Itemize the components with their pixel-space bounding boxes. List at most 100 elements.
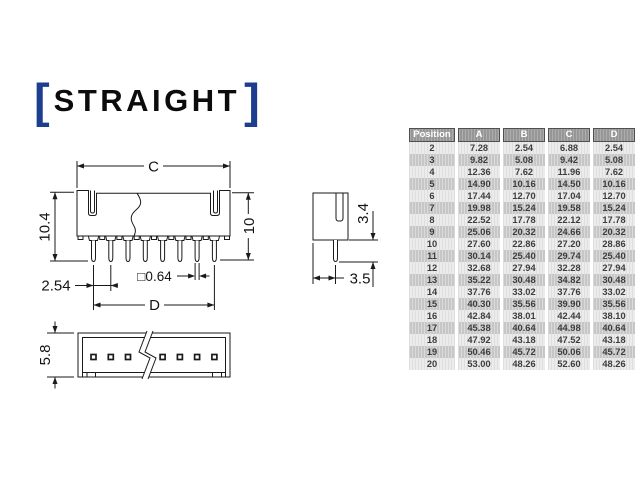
- front-view: C 10.4 10: [37, 158, 258, 314]
- cell-c: 42.44: [548, 310, 590, 322]
- dim-height-right-label: 10: [241, 218, 258, 235]
- cell-a: 35.22: [458, 274, 500, 286]
- cell-d: 20.32: [593, 226, 635, 238]
- cell-position: 13: [409, 274, 455, 286]
- cell-a: 25.06: [458, 226, 500, 238]
- cell-b: 7.62: [503, 166, 545, 178]
- dimensions-table: Position A B C D 2 7.28 2.54 6.88 2.54 3…: [406, 128, 638, 370]
- bottom-view: 5.8: [37, 321, 231, 389]
- cell-position: 4: [409, 166, 455, 178]
- cell-d: 40.64: [593, 322, 635, 334]
- cell-a: 17.44: [458, 190, 500, 202]
- table-row: 9 25.06 20.32 24.66 20.32: [409, 226, 635, 238]
- cell-b: 20.32: [503, 226, 545, 238]
- cell-position: 18: [409, 334, 455, 346]
- title-bracket-open: [: [34, 74, 50, 127]
- cell-position: 12: [409, 262, 455, 274]
- table-row: 12 32.68 27.94 32.28 27.94: [409, 262, 635, 274]
- connector-technical-drawing: C 10.4 10: [37, 158, 378, 389]
- cell-d: 38.10: [593, 310, 635, 322]
- cell-c: 14.50: [548, 178, 590, 190]
- cell-c: 50.06: [548, 346, 590, 358]
- cell-b: 27.94: [503, 262, 545, 274]
- page-title: [ STRAIGHT ]: [34, 74, 260, 127]
- cell-b: 35.56: [503, 298, 545, 310]
- cell-b: 12.70: [503, 190, 545, 202]
- cell-b: 2.54: [503, 142, 545, 154]
- cell-a: 30.14: [458, 250, 500, 262]
- cell-position: 20: [409, 358, 455, 370]
- cell-d: 27.94: [593, 262, 635, 274]
- cell-position: 3: [409, 154, 455, 166]
- cell-d: 5.08: [593, 154, 635, 166]
- cell-a: 50.46: [458, 346, 500, 358]
- cell-d: 15.24: [593, 202, 635, 214]
- dim-bottom-height: 5.8: [37, 321, 74, 389]
- cell-a: 9.82: [458, 154, 500, 166]
- cell-b: 40.64: [503, 322, 545, 334]
- cell-b: 25.40: [503, 250, 545, 262]
- cell-a: 53.00: [458, 358, 500, 370]
- cell-b: 17.78: [503, 214, 545, 226]
- cell-position: 17: [409, 322, 455, 334]
- cell-c: 39.90: [548, 298, 590, 310]
- cell-b: 45.72: [503, 346, 545, 358]
- cell-d: 30.48: [593, 274, 635, 286]
- table-row: 14 37.76 33.02 37.76 33.02: [409, 286, 635, 298]
- cell-d: 7.62: [593, 166, 635, 178]
- table-row: 19 50.46 45.72 50.06 45.72: [409, 346, 635, 358]
- table-row: 15 40.30 35.56 39.90 35.56: [409, 298, 635, 310]
- table-row: 18 47.92 43.18 47.52 43.18: [409, 334, 635, 346]
- cell-position: 14: [409, 286, 455, 298]
- cell-position: 2: [409, 142, 455, 154]
- dim-d: D: [93, 265, 215, 314]
- cell-c: 19.58: [548, 202, 590, 214]
- table-body: 2 7.28 2.54 6.88 2.54 3 9.82 5.08 9.42 5…: [409, 142, 635, 370]
- cell-c: 9.42: [548, 154, 590, 166]
- side-view: 3.4 3.5: [312, 192, 378, 288]
- table-row: 3 9.82 5.08 9.42 5.08: [409, 154, 635, 166]
- table-row: 2 7.28 2.54 6.88 2.54: [409, 142, 635, 154]
- cell-c: 29.74: [548, 250, 590, 262]
- cell-c: 34.82: [548, 274, 590, 286]
- dim-pin-square: □0.64: [137, 263, 210, 284]
- title-text: STRAIGHT: [53, 83, 241, 118]
- dim-height-right: 10: [220, 192, 258, 261]
- cell-c: 17.04: [548, 190, 590, 202]
- cell-a: 14.90: [458, 178, 500, 190]
- cell-c: 11.96: [548, 166, 590, 178]
- dim-pitch-label: 2.54: [41, 278, 70, 295]
- cell-a: 32.68: [458, 262, 500, 274]
- cell-b: 15.24: [503, 202, 545, 214]
- table-row: 11 30.14 25.40 29.74 25.40: [409, 250, 635, 262]
- cell-position: 10: [409, 238, 455, 250]
- dim-c-label: C: [148, 158, 159, 175]
- cell-c: 24.66: [548, 226, 590, 238]
- cell-b: 10.16: [503, 178, 545, 190]
- column-header-d: D: [593, 128, 635, 142]
- table-row: 20 53.00 48.26 52.60 48.26: [409, 358, 635, 370]
- dim-pitch: 2.54: [41, 265, 118, 295]
- cell-d: 35.56: [593, 298, 635, 310]
- table-row: 8 22.52 17.78 22.12 17.78: [409, 214, 635, 226]
- cell-c: 6.88: [548, 142, 590, 154]
- dim-height-left-label: 10.4: [37, 212, 54, 241]
- column-header-a: A: [458, 128, 500, 142]
- cell-d: 33.02: [593, 286, 635, 298]
- table-row: 5 14.90 10.16 14.50 10.16: [409, 178, 635, 190]
- cell-b: 22.86: [503, 238, 545, 250]
- cell-a: 19.98: [458, 202, 500, 214]
- dim-pin-square-label: □0.64: [137, 269, 172, 284]
- table-row: 6 17.44 12.70 17.04 12.70: [409, 190, 635, 202]
- cell-d: 48.26: [593, 358, 635, 370]
- cell-c: 27.20: [548, 238, 590, 250]
- cell-a: 42.84: [458, 310, 500, 322]
- column-header-c: C: [548, 128, 590, 142]
- table-row: 4 12.36 7.62 11.96 7.62: [409, 166, 635, 178]
- cell-d: 2.54: [593, 142, 635, 154]
- table-row: 13 35.22 30.48 34.82 30.48: [409, 274, 635, 286]
- table-row: 17 45.38 40.64 44.98 40.64: [409, 322, 635, 334]
- cell-d: 10.16: [593, 178, 635, 190]
- cell-b: 30.48: [503, 274, 545, 286]
